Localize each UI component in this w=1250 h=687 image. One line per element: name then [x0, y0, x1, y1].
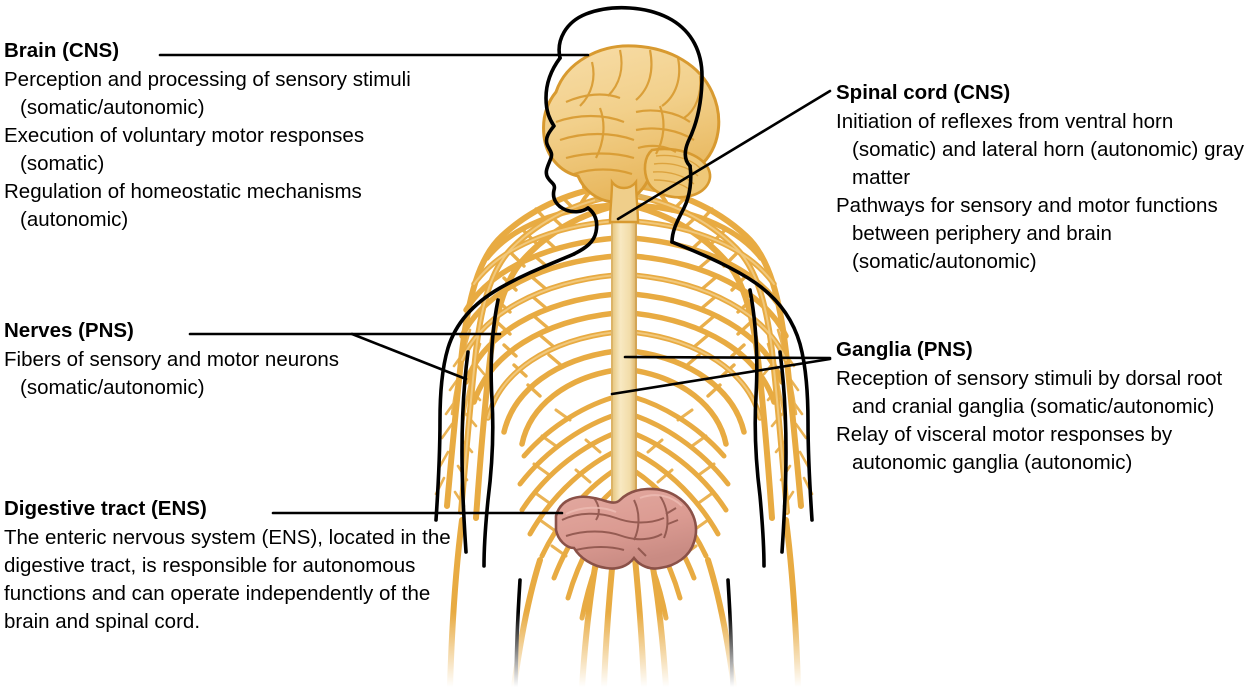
callout-spinal-cord-line-1: Pathways for sensory and motor functions…	[836, 194, 1218, 273]
callout-nerves-line-0: Fibers of sensory and motor neurons (som…	[4, 348, 339, 399]
callout-ganglia-title: Ganglia (PNS)	[836, 338, 973, 361]
leader-line-spinal-cord	[616, 89, 832, 221]
leader-lines	[158, 53, 832, 515]
callout-ganglia-line-1: Relay of visceral motor responses by aut…	[836, 423, 1173, 474]
leader-line-ganglia-lower	[610, 357, 832, 396]
callout-nerves-title: Nerves (PNS)	[4, 319, 134, 342]
callout-spinal-cord-line-0: Initiation of reflexes from ventral horn…	[836, 110, 1244, 189]
leader-line-ganglia-upper	[623, 355, 832, 360]
callout-digestive-tract-title: Digestive tract (ENS)	[4, 497, 207, 520]
callout-spinal-cord: Spinal cord (CNS) Initiation of reflexes…	[836, 80, 1246, 276]
callout-ganglia-line-0: Reception of sensory stimuli by dorsal r…	[836, 367, 1223, 418]
callout-brain-line-0: Perception and processing of sensory sti…	[4, 68, 411, 119]
digestive-tract	[554, 487, 698, 570]
leader-line-nerves-branch	[350, 332, 468, 381]
callout-digestive-tract: Digestive tract (ENS) The enteric nervou…	[4, 496, 474, 636]
callout-brain: Brain (CNS) Perception and processing of…	[4, 38, 454, 234]
callout-brain-title: Brain (CNS)	[4, 39, 120, 62]
callout-brain-line-1: Execution of voluntary motor responses (…	[4, 124, 365, 175]
callout-digestive-tract-line-0: The enteric nervous system (ENS), locate…	[4, 526, 451, 633]
callout-spinal-cord-title: Spinal cord (CNS)	[836, 81, 1011, 104]
brain	[542, 44, 721, 224]
callout-nerves: Nerves (PNS) Fibers of sensory and motor…	[4, 318, 404, 402]
callout-ganglia: Ganglia (PNS) Reception of sensory stimu…	[836, 337, 1248, 477]
callout-brain-line-2: Regulation of homeostatic mechanisms (au…	[4, 180, 362, 231]
